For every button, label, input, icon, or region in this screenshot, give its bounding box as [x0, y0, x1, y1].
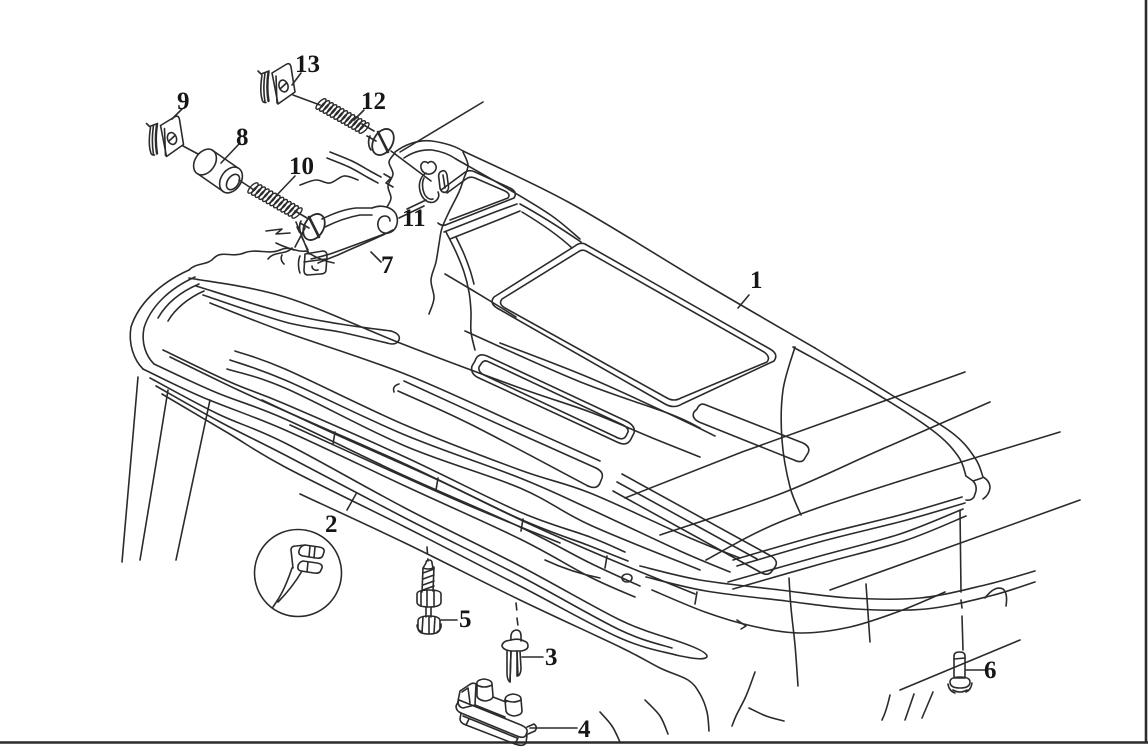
svg-text:10: 10 — [289, 153, 314, 180]
svg-text:8: 8 — [236, 124, 249, 151]
svg-text:9: 9 — [177, 88, 190, 115]
svg-text:1: 1 — [750, 267, 763, 294]
svg-text:3: 3 — [545, 644, 558, 671]
svg-text:11: 11 — [402, 205, 426, 232]
svg-text:2: 2 — [325, 511, 338, 538]
svg-text:13: 13 — [295, 51, 320, 78]
svg-text:5: 5 — [459, 606, 472, 633]
svg-text:6: 6 — [984, 657, 997, 684]
svg-text:4: 4 — [578, 716, 591, 743]
svg-text:12: 12 — [361, 88, 386, 115]
svg-text:7: 7 — [381, 252, 394, 279]
